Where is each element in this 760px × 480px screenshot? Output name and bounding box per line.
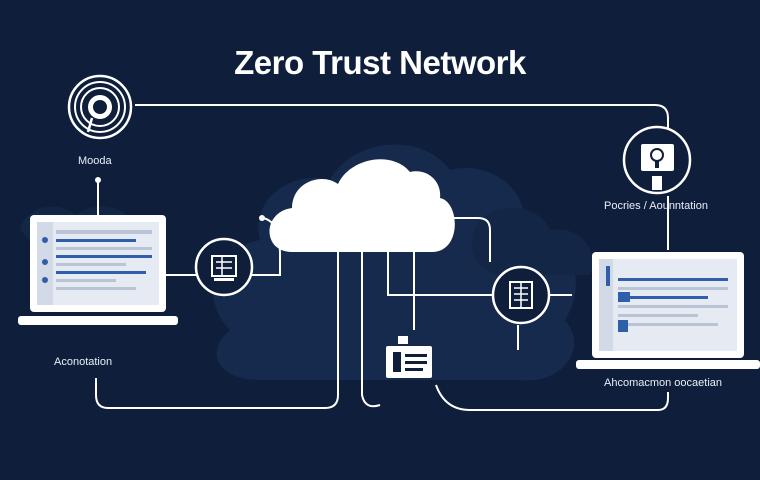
connector-cloud-server bbox=[387, 252, 495, 296]
connector-cloud-doc bbox=[361, 252, 381, 408]
document-icon bbox=[386, 336, 432, 378]
fingerprint-icon bbox=[67, 74, 133, 140]
gateway-icon bbox=[194, 237, 254, 297]
node-label-right-laptop: Ahcomacmon oocaetian bbox=[604, 377, 723, 389]
cloud-icon bbox=[269, 159, 455, 252]
node-label-left-laptop: Aconotation bbox=[54, 356, 113, 368]
connectors bbox=[95, 104, 669, 411]
node-label-mfa: Mooda bbox=[78, 155, 112, 167]
node-label-policy: Pocries / Aounntation bbox=[604, 200, 708, 212]
connector-cloud-left-down bbox=[95, 252, 339, 409]
diagram-title: Zero Trust Network bbox=[234, 44, 526, 81]
connector-doc-bottom bbox=[435, 384, 669, 411]
laptop-icon-left bbox=[18, 215, 178, 325]
laptop-icon-right bbox=[576, 252, 760, 369]
junction-dot-top bbox=[95, 177, 101, 183]
junction-dot-left bbox=[259, 215, 265, 221]
connector-cloud-server-top bbox=[445, 217, 491, 262]
background-cloud-right bbox=[471, 207, 593, 275]
server-icon bbox=[491, 265, 551, 325]
lock-icon bbox=[622, 125, 692, 195]
connector-mfa-policy bbox=[135, 104, 669, 128]
